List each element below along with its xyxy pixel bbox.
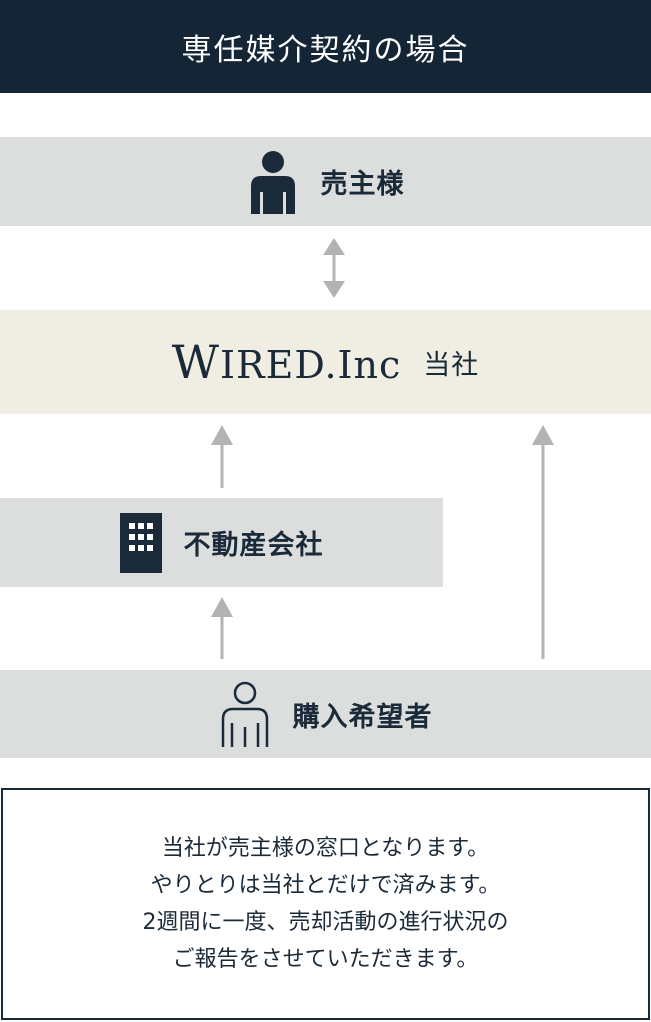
note-line: 2週間に一度、売却活動の進行状況の [142,910,509,935]
arrow-agency-to-wired [211,425,233,488]
wired-logo-initial: W [171,335,220,389]
buyer-band: 購入希望者 [0,670,651,758]
arrow-buyer-to-agency [211,597,233,659]
agency-label: 不動産会社 [183,530,324,561]
agency-band: 不動産会社 [0,498,443,587]
person-outline-icon [219,681,271,747]
page-title: 専任媒介契約の場合 [181,32,470,68]
double-arrow-seller-wired [323,238,345,298]
header-bar: 専任媒介契約の場合 [0,0,651,93]
wired-suffix: 当社 [423,349,480,381]
wired-logo-text: IRED.Inc [219,343,402,387]
wired-logo: WIRED.Inc [172,335,402,389]
wired-band: WIRED.Inc 当社 [0,310,651,414]
note-line: やりとりは当社とだけで済みます。 [150,873,501,898]
note-line: ご報告をさせていただきます。 [172,947,479,972]
building-icon [119,512,162,573]
seller-label: 売主様 [320,169,405,200]
note-line: 当社が売主様の窓口となります。 [161,836,490,861]
buyer-label: 購入希望者 [292,701,433,733]
note-box: 当社が売主様の窓口となります。 やりとりは当社とだけで済みます。 2週間に一度、… [1,788,650,1020]
person-solid-icon [247,150,299,214]
arrow-buyer-to-wired [532,425,554,659]
seller-band: 売主様 [0,137,651,226]
